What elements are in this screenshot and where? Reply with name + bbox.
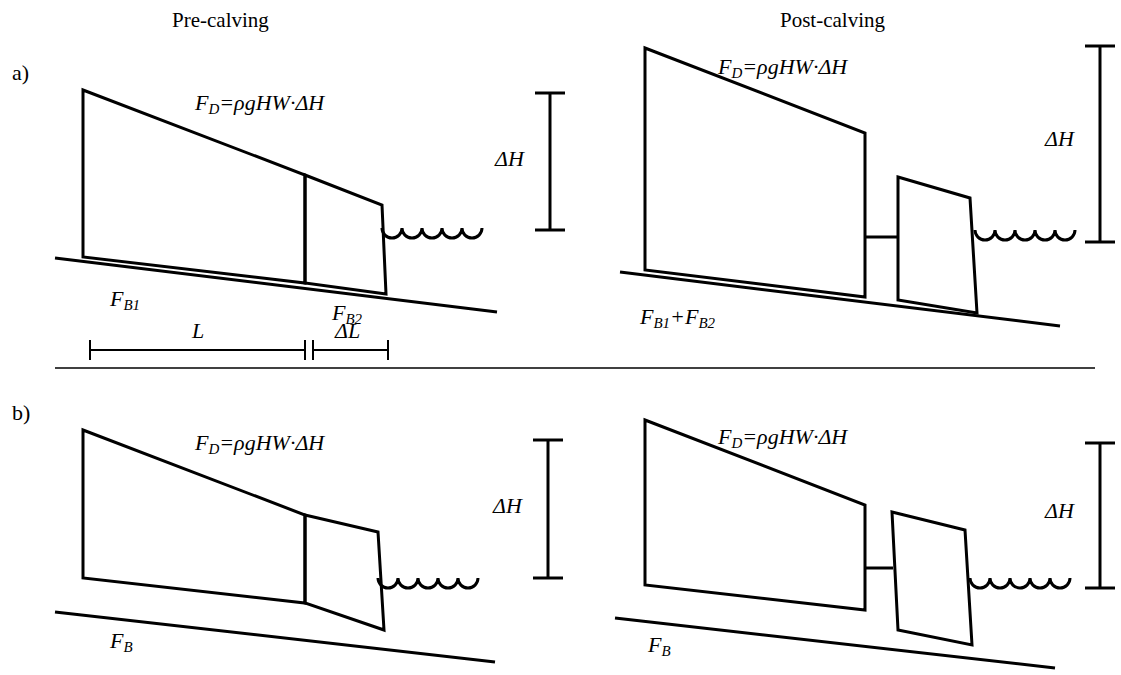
dim-tick	[312, 340, 314, 360]
calving-block	[898, 177, 977, 313]
link-bar	[865, 567, 893, 570]
force-label: FD=ρgHW·ΔH	[718, 56, 847, 81]
force-label: FB	[648, 634, 671, 659]
dh-bracket	[547, 440, 550, 578]
calving-block	[305, 175, 386, 294]
water-surface	[378, 578, 478, 588]
height-label: ΔH	[495, 148, 524, 170]
l-dimension	[90, 349, 305, 351]
glacier-bed	[55, 258, 497, 312]
dh-cap	[533, 439, 563, 442]
dh-cap	[1085, 442, 1115, 445]
glacier-block	[83, 430, 305, 603]
force-label: FB1+FB2	[640, 306, 715, 331]
dimension-label: L	[192, 320, 204, 342]
water-surface	[970, 578, 1070, 588]
dh-cap	[1085, 45, 1115, 48]
glacier-bed	[615, 618, 1055, 668]
dh-cap	[535, 92, 565, 95]
dim-tick	[89, 340, 91, 360]
dim-tick	[304, 340, 306, 360]
dh-cap	[535, 229, 565, 232]
force-label: FB	[110, 630, 133, 655]
glacier-block	[83, 90, 305, 283]
glacier-block	[645, 420, 865, 610]
dh-bracket	[1099, 46, 1102, 242]
dimension-label: ΔL	[335, 320, 360, 342]
dl-dimension	[313, 349, 388, 351]
panel-divider	[55, 367, 1095, 369]
force-label: FD=ρgHW·ΔH	[195, 432, 324, 457]
dh-cap	[533, 577, 563, 580]
height-label: ΔH	[1045, 500, 1074, 522]
dh-cap	[1085, 241, 1115, 244]
dim-tick	[387, 340, 389, 360]
dh-bracket	[549, 93, 552, 230]
water-surface	[382, 228, 482, 238]
height-label: ΔH	[493, 495, 522, 517]
panel-letter: a)	[12, 62, 29, 84]
dh-cap	[1085, 587, 1115, 590]
column-heading: Post-calving	[780, 10, 885, 31]
calving-block	[305, 515, 384, 630]
force-label: FB1	[110, 288, 140, 313]
calving-block	[892, 512, 972, 645]
link-bar	[865, 236, 898, 239]
force-label: FD=ρgHW·ΔH	[195, 92, 324, 117]
height-label: ΔH	[1045, 128, 1074, 150]
water-surface	[975, 230, 1075, 240]
column-heading: Pre-calving	[172, 10, 269, 31]
glacier-block	[645, 48, 865, 297]
panel-letter: b)	[12, 402, 30, 424]
dh-bracket	[1099, 443, 1102, 588]
force-label: FD=ρgHW·ΔH	[718, 426, 847, 451]
glacier-bed	[55, 612, 495, 662]
